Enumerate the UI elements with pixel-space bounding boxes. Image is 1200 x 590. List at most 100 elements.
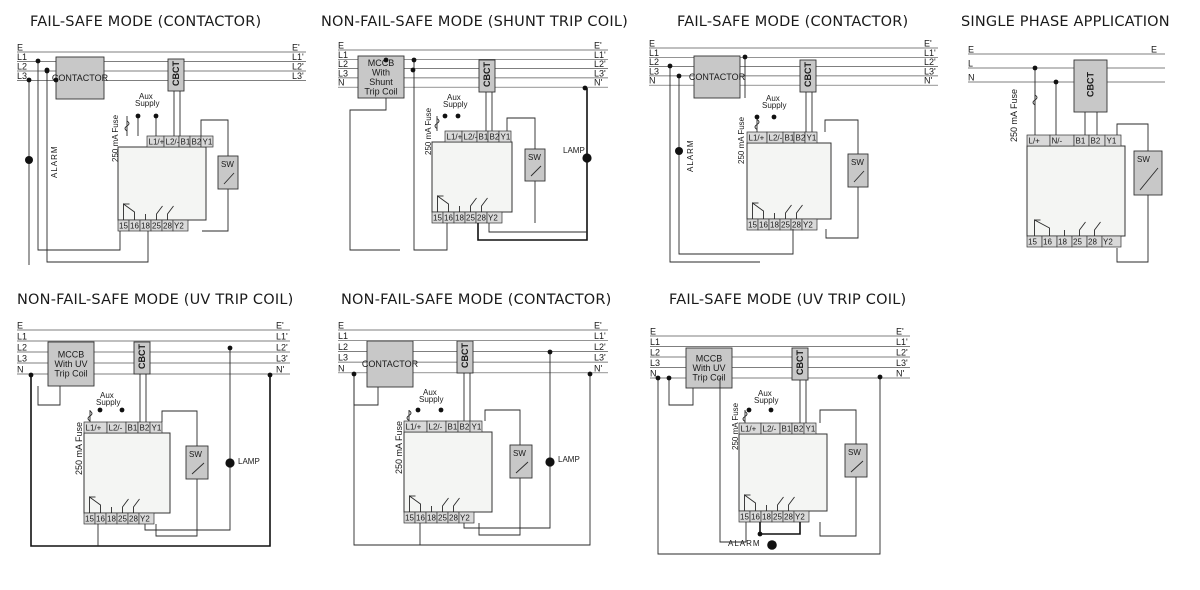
terminal-label: Y2 — [803, 221, 813, 230]
junction-dot — [119, 407, 125, 413]
junction-dot — [675, 147, 683, 155]
cbct-box — [799, 59, 817, 93]
terminal-label: 15 — [740, 513, 749, 522]
terminal-label: L2/- — [109, 424, 123, 433]
terminal-label: L2/- — [464, 133, 478, 142]
switch-label: SW — [528, 153, 541, 162]
bus-label-right: N' — [276, 365, 284, 375]
junction-dot — [771, 114, 777, 120]
bus-label-left: L1 — [17, 332, 27, 342]
terminal-label: 16 — [96, 515, 105, 524]
bus-label-right: N' — [924, 76, 932, 86]
bus-label-left: E — [650, 327, 656, 337]
mccb-box-label: Shunt — [369, 77, 393, 87]
junction-dot — [383, 57, 389, 63]
cbct-label: CBCT — [795, 350, 805, 375]
wire — [133, 498, 140, 513]
aux-label: Aux — [100, 391, 114, 400]
cbct-label: CBCT — [1086, 72, 1096, 97]
wire — [37, 386, 61, 406]
terminal-label: 28 — [1088, 238, 1097, 247]
bus-label-right: L1' — [276, 332, 288, 342]
wire — [488, 223, 587, 233]
terminal — [486, 211, 503, 224]
wire — [30, 375, 271, 547]
terminal-label: Y1 — [806, 425, 816, 434]
bus-label-left: L3 — [649, 66, 659, 76]
bus-label-left: L2 — [17, 343, 27, 353]
terminal — [469, 420, 483, 433]
terminal-label: L/+ — [1029, 137, 1041, 146]
terminal-label: 16 — [751, 513, 760, 522]
contactor-box-label: CONTACTOR — [52, 73, 109, 83]
junction-dot — [411, 57, 417, 63]
wire — [167, 205, 174, 220]
bus-label-left: L3 — [17, 71, 27, 81]
aux-label: Aux — [447, 93, 461, 102]
terminal-label: B2 — [192, 138, 202, 147]
terminal-label: L1/+ — [749, 134, 765, 143]
bus-label-right: L3' — [292, 71, 304, 81]
relay-body — [431, 141, 513, 213]
lamp-label: LAMP — [238, 457, 260, 466]
terminal-label: B1 — [479, 133, 489, 142]
mccb-box-label: Trip Coil — [364, 86, 397, 96]
wire — [1116, 123, 1149, 151]
terminal-label: 25 — [1073, 238, 1082, 247]
bus-label-right: L3' — [896, 358, 908, 368]
junction-dot — [455, 113, 461, 119]
wire — [678, 151, 794, 255]
wire — [161, 410, 198, 446]
relay-body — [1026, 145, 1126, 237]
wire — [668, 378, 694, 406]
aux-label: Aux — [139, 92, 153, 101]
bus-label-left: L3 — [338, 68, 348, 78]
terminal-label: B2 — [490, 133, 500, 142]
terminal-label: 15 — [1028, 238, 1037, 247]
terminal-label: 25 — [781, 221, 790, 230]
junction-dot — [28, 372, 34, 378]
junction-dot — [53, 77, 59, 83]
wire — [89, 496, 101, 513]
bus-label-right: L2' — [276, 343, 288, 353]
terminal-label: B1 — [1076, 137, 1086, 146]
fuse-symbol — [434, 118, 440, 129]
terminal — [804, 131, 818, 144]
bus-label-right: E' — [924, 39, 932, 49]
terminal-label: 18 — [107, 515, 116, 524]
bus-label-right: E' — [896, 327, 904, 337]
mccb-box-label: With UV — [692, 363, 725, 373]
terminal-label: 15 — [405, 514, 414, 523]
contactor-box — [55, 56, 105, 100]
wire — [46, 71, 149, 263]
wire — [515, 461, 529, 474]
terminal-label: L1/+ — [741, 425, 757, 434]
bus-label-left: L1 — [338, 50, 348, 60]
junction-dot — [44, 68, 50, 74]
terminal-label: 28 — [163, 222, 172, 231]
terminal-label: L2/- — [769, 134, 783, 143]
bus-label-right: N' — [594, 363, 602, 373]
terminal-label: 15 — [85, 515, 94, 524]
bus-label-right: L1' — [292, 52, 304, 62]
terminal-label: 18 — [770, 221, 779, 230]
wire — [223, 172, 235, 185]
bus-label-left: L2 — [338, 342, 348, 352]
terminal-label: L1/+ — [149, 138, 165, 147]
wire — [853, 170, 865, 183]
terminal-label: 15 — [748, 221, 757, 230]
wire — [1116, 195, 1149, 263]
bus-label-right: L2' — [896, 348, 908, 358]
wire — [123, 203, 135, 220]
terminal-label: Y2 — [140, 515, 150, 524]
terminal-label: B2 — [794, 425, 804, 434]
terminal-label: 16 — [1043, 238, 1052, 247]
panel-title-non-fail-safe-uv-trip: NON-FAIL-SAFE MODE (UV TRIP COIL) — [17, 292, 294, 308]
bus-label-left: E — [338, 41, 344, 51]
switch-box — [509, 444, 533, 479]
